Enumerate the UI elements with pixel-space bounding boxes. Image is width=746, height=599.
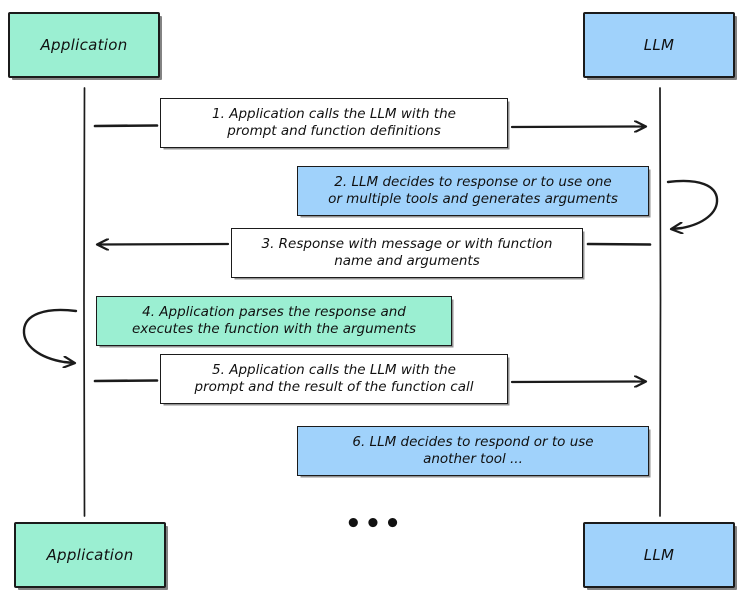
message-box-6[interactable]: 6. LLM decides to respond or to use anot… <box>297 426 649 476</box>
continuation-ellipsis-icon: ••• <box>345 509 404 539</box>
message-line-1: 2. LLM decides to response or to use one <box>334 173 612 190</box>
message-box-5[interactable]: 5. Application calls the LLM with the pr… <box>160 354 508 404</box>
selfloop-llm-upper <box>666 179 719 229</box>
message-line-1: 5. Application calls the LLM with the <box>212 361 456 378</box>
message-box-2[interactable]: 2. LLM decides to response or to use one… <box>297 166 649 216</box>
application-lifeline <box>83 87 86 517</box>
message-line-2: another tool ... <box>423 451 523 467</box>
message-text-6: 6. LLM decides to respond or to use anot… <box>345 431 600 472</box>
participant-application-bottom[interactable]: Application <box>14 522 166 588</box>
participant-application-top[interactable]: Application <box>8 12 160 78</box>
message-line-1: 1. Application calls the LLM with the <box>212 105 456 122</box>
message-line-1: 6. LLM decides to respond or to use <box>352 433 594 450</box>
message-text-3: 3. Response with message or with functio… <box>255 233 560 274</box>
llm-lifeline <box>659 87 662 517</box>
message-line-2: prompt and function definitions <box>227 123 441 139</box>
message-text-1: 1. Application calls the LLM with the pr… <box>205 103 463 144</box>
message-line-2: prompt and the result of the function ca… <box>194 379 474 395</box>
message-text-2: 2. LLM decides to response or to use one… <box>321 171 625 212</box>
message-line-1: 4. Application parses the response and <box>142 303 406 320</box>
message-line-1: 3. Response with message or with functio… <box>261 235 553 252</box>
participant-llm-bottom[interactable]: LLM <box>583 522 735 588</box>
message-box-4[interactable]: 4. Application parses the response and e… <box>96 296 452 346</box>
message-text-4: 4. Application parses the response and e… <box>125 301 423 342</box>
selfloop-application <box>22 308 78 363</box>
participant-label: Application <box>40 36 128 54</box>
message-box-1[interactable]: 1. Application calls the LLM with the pr… <box>160 98 508 148</box>
participant-label: LLM <box>643 546 675 564</box>
message-line-2: executes the function with the arguments <box>131 321 417 337</box>
participant-label: LLM <box>643 36 675 54</box>
message-box-3[interactable]: 3. Response with message or with functio… <box>231 228 583 278</box>
message-line-2: name and arguments <box>334 253 480 269</box>
participant-label: Application <box>46 546 134 564</box>
message-line-2: or multiple tools and generates argument… <box>328 191 618 207</box>
participant-llm-top[interactable]: LLM <box>583 12 735 78</box>
message-text-5: 5. Application calls the LLM with the pr… <box>188 359 481 400</box>
